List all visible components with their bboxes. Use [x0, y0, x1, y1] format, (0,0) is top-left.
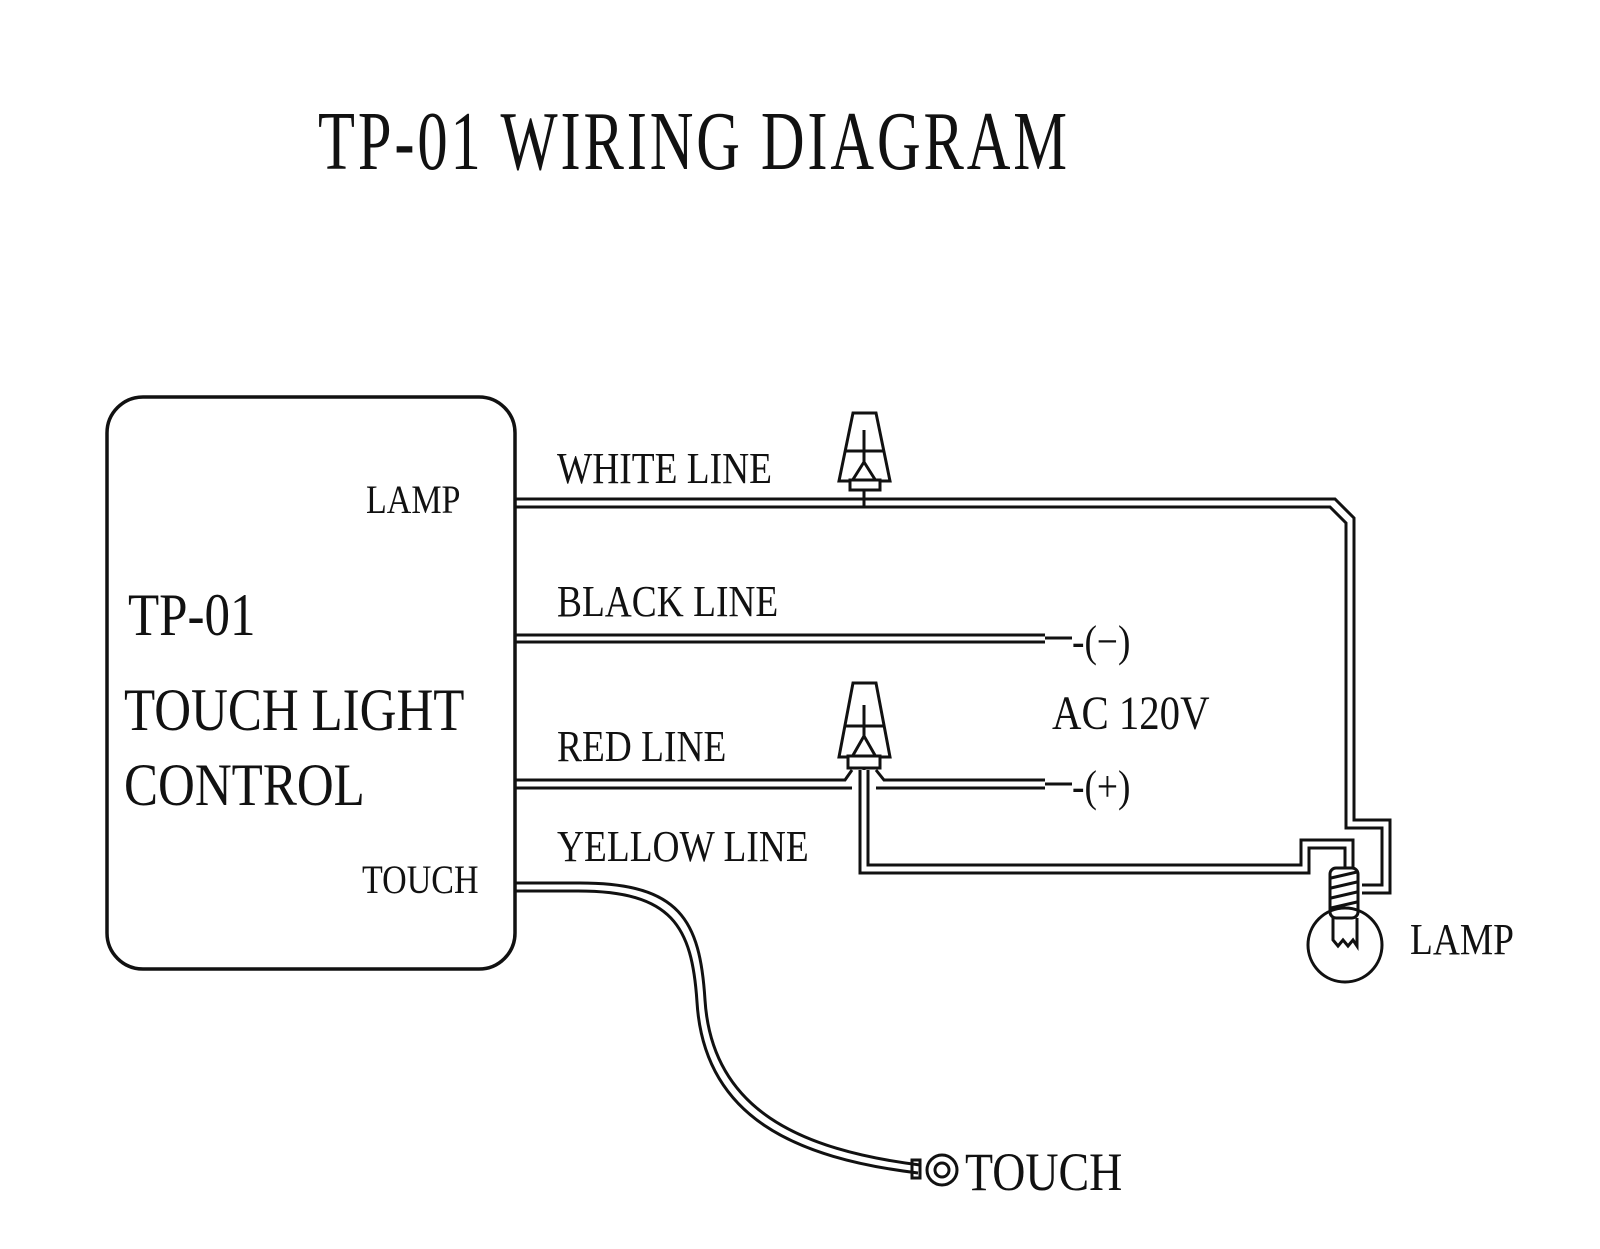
module-description-1: TOUCH LIGHT	[124, 677, 465, 743]
touch-label: TOUCH	[965, 1142, 1123, 1202]
yellow-wire	[858, 770, 1355, 875]
red-line-label: RED LINE	[557, 722, 727, 771]
lamp-bulb-icon	[1306, 866, 1384, 984]
red-wire	[515, 769, 1072, 790]
white-wire	[515, 497, 1392, 895]
wire-nut-red	[837, 681, 892, 770]
module-description-2: CONTROL	[124, 752, 365, 818]
black-wire	[515, 633, 1072, 644]
wire-nut-white	[837, 411, 892, 506]
black-line-label: BLACK LINE	[557, 577, 779, 626]
yellow-line-label: YELLOW LINE	[557, 822, 809, 871]
positive-terminal: -(+)	[1072, 762, 1131, 811]
terminal-lamp-label: LAMP	[366, 477, 461, 522]
module-box	[105, 395, 517, 971]
touch-terminal-icon	[910, 1153, 959, 1187]
white-line-label: WHITE LINE	[557, 444, 772, 493]
negative-terminal: -(−)	[1072, 617, 1131, 666]
module-name: TP-01	[128, 582, 256, 648]
power-label: AC 120V	[1052, 687, 1210, 740]
touch-wire	[515, 881, 921, 1175]
terminal-touch-label: TOUCH	[362, 857, 479, 902]
lamp-label: LAMP	[1410, 915, 1514, 964]
diagram-title: TP-01 WIRING DIAGRAM	[318, 95, 1070, 188]
